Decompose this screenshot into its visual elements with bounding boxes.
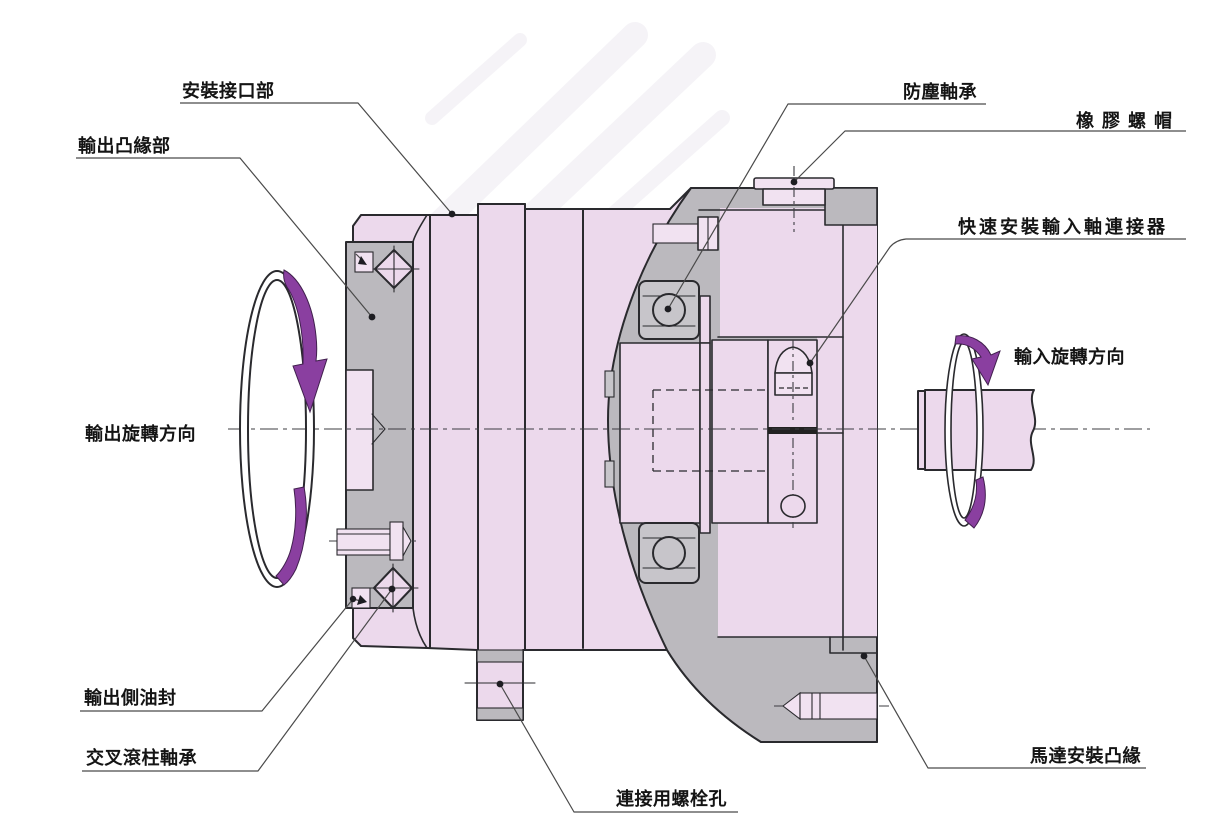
label-output-oil-seal: 輸出側油封: [84, 687, 177, 709]
screw-plug: [652, 216, 719, 251]
leader-output-flange: [76, 157, 373, 318]
motor-flange-bolt: [774, 691, 890, 721]
label-output-flange: 輸出凸緣部: [78, 135, 171, 157]
leader-rubber-cap: [793, 130, 1186, 183]
leader-lines: [76, 102, 1186, 813]
callout-labels: 安裝接口部 輸出凸緣部 防塵軸承 橡膠螺帽 快速安裝輸入軸連接器 輸入旋轉方向 …: [78, 80, 1180, 810]
bell-top-corner: [824, 187, 878, 226]
leader-mounting-interface: [180, 102, 453, 215]
dust-bearing-bottom: [638, 522, 700, 584]
quick-connector-screw: [774, 340, 813, 528]
leader-dust-bearing: [667, 103, 986, 310]
label-dust-bearing: 防塵軸承: [903, 81, 977, 103]
leader-motor-flange: [863, 655, 1146, 769]
label-rubber-cap: 橡膠螺帽: [1076, 110, 1180, 132]
machine-body: [329, 166, 890, 743]
output-flange-part: [329, 214, 428, 649]
leader-bolt-hole: [499, 683, 738, 813]
hidden-gear-lines: [652, 389, 766, 472]
leader-quick-coupling: [809, 238, 1186, 364]
crossed-roller-bearing-top: [368, 245, 420, 293]
input-coupling-assembly: [604, 295, 818, 534]
coupling-slot: [768, 427, 817, 434]
label-quick-coupling: 快速安裝輸入軸連接器: [958, 216, 1168, 238]
set-screw-hole: [780, 494, 806, 518]
leader-crossed-roller: [82, 588, 393, 772]
flange-bolt: [329, 521, 416, 561]
label-output-rotation: 輸出旋轉方向: [85, 423, 196, 445]
label-input-rotation: 輸入旋轉方向: [1014, 346, 1125, 368]
label-crossed-roller: 交叉滾柱軸承: [86, 747, 197, 769]
output-bore: [345, 369, 374, 491]
leader-output-oil-seal: [80, 598, 362, 712]
connecting-bolt-boss: [464, 649, 536, 721]
output-oil-seal-top: [354, 251, 374, 273]
label-motor-flange: 馬達安裝凸緣: [1030, 745, 1141, 767]
bore-chamfer-mark: [371, 413, 386, 445]
label-mounting-interface: 安裝接口部: [182, 80, 275, 102]
output-rotation-arrow-icon: [239, 269, 328, 588]
label-bolt-hole: 連接用螺栓孔: [616, 788, 727, 810]
input-rotation-arrow-icon: [944, 333, 1001, 529]
